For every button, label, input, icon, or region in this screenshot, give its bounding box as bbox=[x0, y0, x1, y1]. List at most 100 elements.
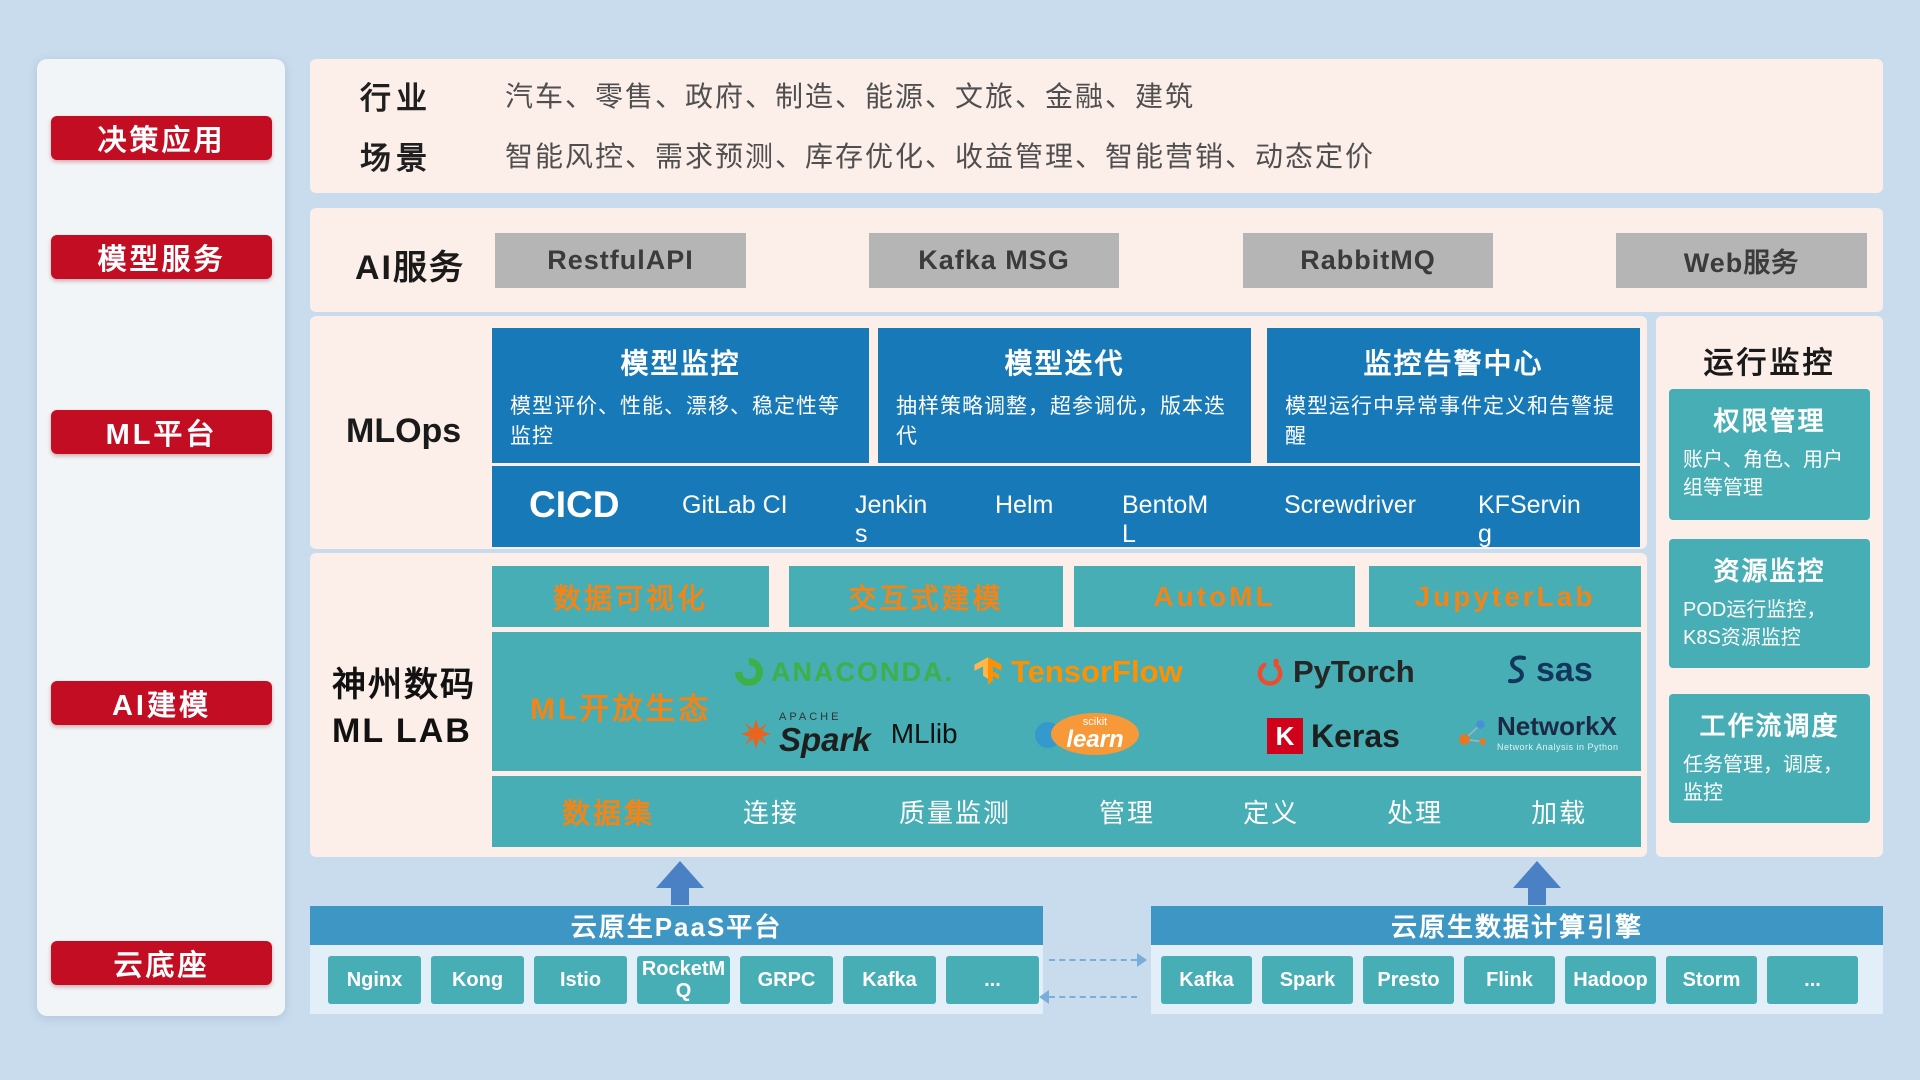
sidebar-item-ml-platform: ML平台 bbox=[51, 410, 272, 454]
ml-lab-name-line2: ML LAB bbox=[332, 711, 472, 750]
paas-platform-group: 云原生PaaS平台 Nginx Kong Istio RocketMQ GRPC… bbox=[310, 906, 1043, 1014]
cicd-tool-helm: Helm bbox=[995, 491, 1054, 519]
networkx-subtitle: Network Analysis in Python bbox=[1497, 741, 1619, 752]
card-alert-center: 监控告警中心 模型运行中异常事件定义和告警提醒 bbox=[1267, 328, 1640, 463]
service-chip-web: Web服务 bbox=[1616, 233, 1867, 288]
chip-presto: Presto bbox=[1363, 955, 1454, 1004]
cicd-bar: CICD GitLab CI Jenkins Helm BentoML Scre… bbox=[492, 466, 1640, 548]
service-chip-kafka-msg: Kafka MSG bbox=[869, 233, 1119, 288]
chip-more: ... bbox=[946, 955, 1039, 1004]
card-desc: 抽样策略调整，超参调优，版本迭代 bbox=[896, 395, 1226, 449]
tool-chip-interactive-modeling: 交互式建模 bbox=[789, 566, 1063, 627]
card-desc: 账户、角色、用户组等管理 bbox=[1683, 449, 1843, 499]
anaconda-logo: ANACONDA. bbox=[729, 650, 954, 694]
card-title: 工作流调度 bbox=[1699, 711, 1840, 741]
cicd-tool-gitlab-ci: GitLab CI bbox=[682, 491, 788, 519]
keras-label: Keras bbox=[1311, 717, 1400, 754]
chip-kong: Kong bbox=[431, 955, 524, 1004]
card-workflow-scheduling: 工作流调度 任务管理，调度，监控 bbox=[1669, 694, 1870, 823]
mlops-panel: MLOps 模型监控 模型评价、性能、漂移、稳定性等监控 模型迭代 抽样策略调整… bbox=[310, 316, 1647, 549]
ml-lab-name-line1: 神州数码 bbox=[332, 666, 476, 704]
arrow-stem bbox=[671, 887, 689, 905]
dataset-item-define: 定义 bbox=[1243, 798, 1300, 828]
card-title: 模型监控 bbox=[620, 348, 741, 379]
ai-service-panel: AI服务 RestfulAPI Kafka MSG RabbitMQ Web服务 bbox=[310, 208, 1883, 312]
chip-flink: Flink bbox=[1464, 955, 1555, 1004]
cicd-tool-jenkins: Jenkins bbox=[855, 491, 928, 548]
tensorflow-logo: TensorFlow bbox=[973, 650, 1183, 694]
spark-label: Spark bbox=[779, 721, 871, 758]
scikit-learn-logo: scikit learn bbox=[1035, 710, 1147, 758]
run-monitoring-panel: 运行监控 权限管理 账户、角色、用户组等管理 资源监控 POD运行监控，K8S资… bbox=[1656, 316, 1883, 857]
anaconda-icon bbox=[729, 652, 769, 692]
dataset-label: 数据集 bbox=[562, 797, 656, 829]
sas-label: sas bbox=[1536, 650, 1593, 689]
ml-lab-panel: 神州数码 ML LAB 数据可视化 交互式建模 AutoML JupyterLa… bbox=[310, 553, 1647, 857]
dataset-item-quality: 质量监测 bbox=[899, 798, 1012, 828]
up-arrow-engine-icon bbox=[1513, 861, 1561, 905]
card-model-iteration: 模型迭代 抽样策略调整，超参调优，版本迭代 bbox=[878, 328, 1251, 463]
arrow-head-right bbox=[1137, 953, 1147, 967]
chip-nginx: Nginx bbox=[328, 955, 421, 1004]
card-title: 监控告警中心 bbox=[1363, 348, 1544, 379]
chip-grpc: GRPC bbox=[740, 955, 833, 1004]
chip-kafka: Kafka bbox=[843, 955, 936, 1004]
left-category-rail: 决策应用 模型服务 ML平台 AI建模 云底座 bbox=[37, 59, 285, 1016]
sidebar-item-ai-modeling: AI建模 bbox=[51, 681, 272, 725]
card-desc: POD运行监控，K8S资源监控 bbox=[1683, 599, 1827, 649]
arrow-head bbox=[1513, 861, 1561, 888]
chip-kafka: Kafka bbox=[1161, 955, 1252, 1004]
data-engine-title: 云原生数据计算引擎 bbox=[1151, 906, 1883, 945]
card-resource-monitoring: 资源监控 POD运行监控，K8S资源监控 bbox=[1669, 539, 1870, 668]
scikit-learn-blob-icon: scikit learn bbox=[1051, 713, 1139, 755]
card-title: 资源监控 bbox=[1713, 556, 1826, 586]
tool-chip-jupyterlab: JupyterLab bbox=[1369, 566, 1641, 627]
chip-spark: Spark bbox=[1262, 955, 1353, 1004]
dashed-arrow-left-icon bbox=[1039, 990, 1137, 1004]
sidebar-item-model-service: 模型服务 bbox=[51, 235, 272, 279]
arrow-head bbox=[656, 861, 704, 888]
scenario-list: 智能风控、需求预测、库存优化、收益管理、智能营销、动态定价 bbox=[505, 141, 1376, 172]
engine-chip-band: Kafka Spark Presto Flink Hadoop Storm ..… bbox=[1151, 945, 1883, 1014]
industry-label: 行业 bbox=[360, 80, 432, 116]
service-chip-restfulapi: RestfulAPI bbox=[495, 233, 746, 288]
cicd-tool-bentoml: BentoML bbox=[1122, 491, 1209, 548]
card-desc: 模型评价、性能、漂移、稳定性等监控 bbox=[510, 395, 840, 449]
learn-label: learn bbox=[1066, 725, 1124, 753]
dashed-arrow-right-icon bbox=[1049, 953, 1147, 967]
sidebar-item-cloud-base: 云底座 bbox=[51, 941, 272, 985]
mlops-label: MLOps bbox=[346, 412, 462, 450]
arrow-stem bbox=[1528, 887, 1546, 905]
service-chip-rabbitmq: RabbitMQ bbox=[1243, 233, 1493, 288]
scikit-label: scikit bbox=[1082, 715, 1108, 728]
card-permission-mgmt: 权限管理 账户、角色、用户组等管理 bbox=[1669, 389, 1870, 520]
ml-lab-name: 神州数码 ML LAB bbox=[332, 663, 476, 755]
chip-hadoop: Hadoop bbox=[1565, 955, 1656, 1004]
cicd-tool-screwdriver: Screwdriver bbox=[1284, 491, 1416, 519]
tensorflow-icon bbox=[974, 657, 1002, 685]
card-desc: 模型运行中异常事件定义和告警提醒 bbox=[1285, 395, 1615, 449]
networkx-icon bbox=[1459, 720, 1486, 745]
chip-istio: Istio bbox=[534, 955, 627, 1004]
pytorch-label: PyTorch bbox=[1293, 654, 1415, 689]
data-engine-group: 云原生数据计算引擎 Kafka Spark Presto Flink Hadoo… bbox=[1151, 906, 1883, 1014]
ml-open-ecosystem-box: ML开放生态 ANACONDA. TensorFlow PyTorch bbox=[492, 632, 1641, 771]
paas-chip-band: Nginx Kong Istio RocketMQ GRPC Kafka ... bbox=[310, 945, 1043, 1014]
scenario-label: 场景 bbox=[360, 140, 432, 176]
mllib-label: MLlib bbox=[890, 718, 958, 749]
chip-rocketmq: RocketMQ bbox=[637, 955, 730, 1004]
dataset-item-process: 处理 bbox=[1387, 798, 1444, 828]
anaconda-label: ANACONDA. bbox=[771, 656, 954, 687]
dataset-bar: 数据集 连接 质量监测 管理 定义 处理 加载 bbox=[492, 776, 1641, 847]
chip-more: ... bbox=[1767, 955, 1858, 1004]
industry-scenario-panel: 行业 汽车、零售、政府、制造、能源、文旅、金融、建筑 场景 智能风控、需求预测、… bbox=[310, 59, 1883, 193]
ai-service-label: AI服务 bbox=[355, 249, 465, 287]
cicd-tool-kfserving: KFServing bbox=[1478, 491, 1581, 548]
chip-storm: Storm bbox=[1666, 955, 1757, 1004]
keras-icon: K bbox=[1267, 718, 1303, 754]
apache-label: APACHE bbox=[779, 711, 842, 723]
card-desc: 任务管理，调度，监控 bbox=[1683, 754, 1843, 804]
spark-wordmark: APACHE Spark bbox=[779, 711, 871, 758]
run-monitoring-title: 运行监控 bbox=[1703, 347, 1836, 380]
